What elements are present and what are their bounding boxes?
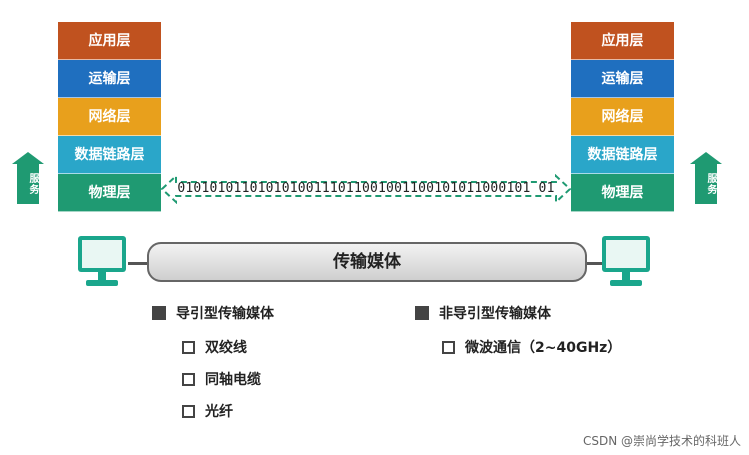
up-arrow-icon bbox=[12, 152, 44, 164]
right-data-link-layer: 数据链路层 bbox=[571, 136, 674, 174]
bitstream-double-arrow-icon bbox=[160, 174, 572, 204]
right-computer-icon bbox=[602, 236, 650, 286]
right-service-label: 服务 bbox=[695, 164, 717, 204]
checkbox-icon bbox=[182, 373, 195, 386]
guided-item-twisted-pair: 双绞线 bbox=[182, 337, 247, 357]
left-service-label: 服务 bbox=[17, 164, 39, 204]
unguided-media-label: 非导引型传输媒体 bbox=[439, 306, 551, 322]
right-application-layer: 应用层 bbox=[571, 22, 674, 60]
up-arrow-icon bbox=[690, 152, 722, 164]
right-service-arrow: 服务 bbox=[690, 152, 722, 204]
left-protocol-stack: 应用层 运输层 网络层 数据链路层 物理层 bbox=[58, 22, 161, 212]
guided-item-coaxial: 同轴电缆 bbox=[182, 369, 261, 389]
right-cable bbox=[584, 262, 602, 265]
twisted-pair-label: 双绞线 bbox=[205, 340, 247, 356]
right-network-layer: 网络层 bbox=[571, 98, 674, 136]
left-computer-icon bbox=[78, 236, 126, 286]
left-service-arrow: 服务 bbox=[12, 152, 44, 204]
right-physical-layer: 物理层 bbox=[571, 174, 674, 212]
left-cable bbox=[128, 262, 150, 265]
left-physical-layer: 物理层 bbox=[58, 174, 161, 212]
right-protocol-stack: 应用层 运输层 网络层 数据链路层 物理层 bbox=[571, 22, 674, 212]
left-transport-layer: 运输层 bbox=[58, 60, 161, 98]
unguided-item-microwave: 微波通信（2~40GHz） bbox=[442, 337, 621, 357]
filled-square-icon bbox=[152, 306, 166, 320]
right-transport-layer: 运输层 bbox=[571, 60, 674, 98]
unguided-media-category: 非导引型传输媒体 bbox=[415, 303, 551, 323]
bitstream-text: 0101010110101010011101100100110010101100… bbox=[177, 181, 555, 196]
microwave-label: 微波通信（2~40GHz） bbox=[465, 340, 622, 356]
guided-media-category: 导引型传输媒体 bbox=[152, 303, 274, 323]
left-application-layer: 应用层 bbox=[58, 22, 161, 60]
filled-square-icon bbox=[415, 306, 429, 320]
checkbox-icon bbox=[182, 341, 195, 354]
coaxial-label: 同轴电缆 bbox=[205, 372, 261, 388]
watermark: CSDN @崇尚学技术的科班人 bbox=[582, 434, 741, 448]
checkbox-icon bbox=[182, 405, 195, 418]
left-data-link-layer: 数据链路层 bbox=[58, 136, 161, 174]
checkbox-icon bbox=[442, 341, 455, 354]
left-network-layer: 网络层 bbox=[58, 98, 161, 136]
guided-item-fiber: 光纤 bbox=[182, 401, 233, 421]
fiber-label: 光纤 bbox=[205, 404, 233, 420]
transmission-medium: 传输媒体 bbox=[147, 242, 587, 282]
guided-media-label: 导引型传输媒体 bbox=[176, 306, 274, 322]
